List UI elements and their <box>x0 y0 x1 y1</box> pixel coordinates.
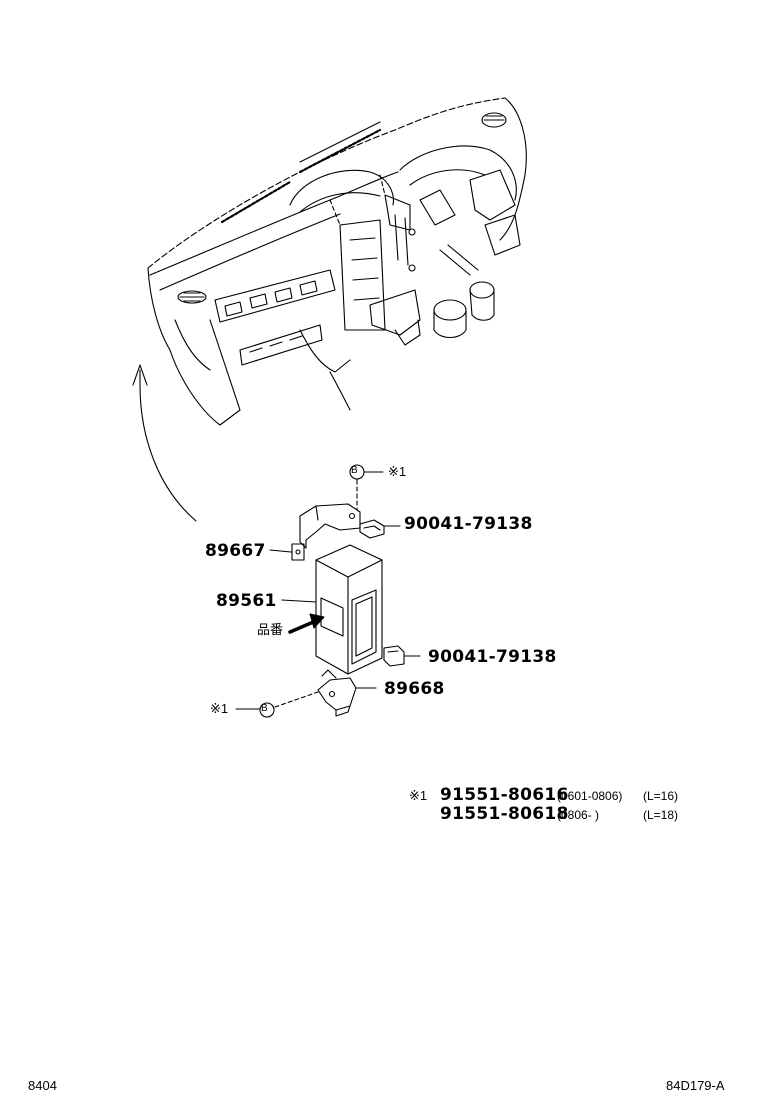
part-number-lower-nut[interactable]: 90041-79138 <box>428 647 557 667</box>
instrument-panel-illustration <box>147 97 527 426</box>
bolt-b-upper-graphic <box>349 464 384 511</box>
footnote-row-2-spec: (L=18) <box>643 808 679 822</box>
footnote-row-1-date: (0601-0806) <box>557 789 623 803</box>
part-number-ecu[interactable]: 89561 <box>216 591 277 611</box>
upper-bracket-89667-graphic <box>269 503 361 561</box>
footer-left-code: 8404 <box>28 1078 57 1093</box>
bolt-b-lower-symbol: B <box>261 703 268 714</box>
footer-right-code: 84D179-A <box>666 1078 725 1093</box>
lower-bracket-89668-graphic <box>317 669 377 717</box>
footnote-row-2-part[interactable]: 91551-80618 <box>440 804 569 824</box>
footnote-row-1-part[interactable]: 91551-80616 <box>440 785 569 805</box>
lower-nut-graphic <box>383 645 421 667</box>
part-number-upper-bracket[interactable]: 89667 <box>205 541 266 561</box>
footnote-row-2-date: (0806- ) <box>557 808 600 822</box>
bolt-b-upper-ref-mark: ※1 <box>388 464 407 479</box>
part-number-upper-nut[interactable]: 90041-79138 <box>404 514 533 534</box>
bolt-b-lower-graphic <box>235 691 319 718</box>
upper-nut-graphic <box>359 519 401 539</box>
part-no-location-label: 品番 <box>257 622 284 637</box>
part-number-arrow <box>288 613 325 634</box>
bolt-b-lower-ref-mark: ※1 <box>210 701 229 716</box>
part-number-lower-bracket[interactable]: 89668 <box>384 679 445 699</box>
location-arrow <box>132 364 197 522</box>
footnote-ref-mark: ※1 <box>409 788 428 803</box>
ecu-89561-graphic <box>281 544 383 675</box>
footnote-row-1-spec: (L=16) <box>643 789 679 803</box>
bolt-b-upper-symbol: B <box>351 465 358 476</box>
